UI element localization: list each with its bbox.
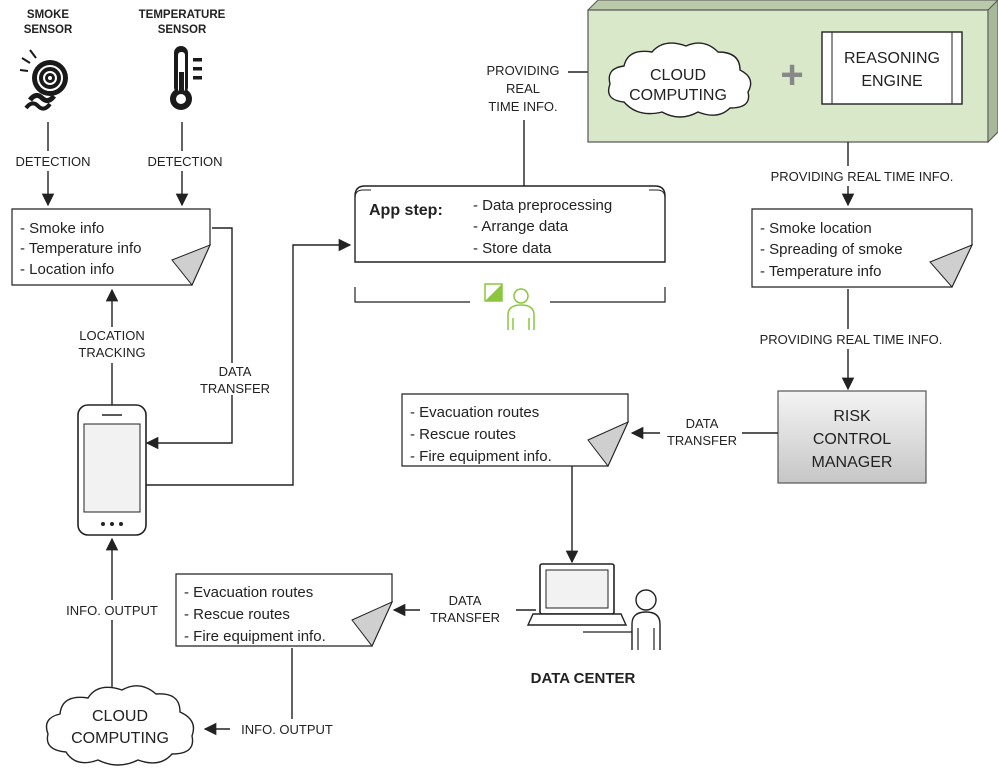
sensor-info-line-2: - Temperature info <box>20 240 141 257</box>
providing-label-1: PROVIDING <box>487 63 560 78</box>
laptop-icon <box>526 563 628 626</box>
info-output-label-bottom: INFO. OUTPUT <box>241 722 333 737</box>
detection-label-temp: DETECTION <box>147 154 222 169</box>
data-transfer-label-1a: DATA <box>219 364 252 379</box>
cloud-reasoning-panel: CLOUD COMPUTING + REASONING ENGINE <box>587 0 998 144</box>
providing-label-3: TIME INFO. <box>488 99 557 114</box>
data-transfer-label-2a: DATA <box>686 416 719 431</box>
smoke-note-line-1: - Smoke location <box>760 220 872 237</box>
thermometer-icon <box>170 46 202 110</box>
data-center: DATA CENTER <box>526 563 661 687</box>
routes-top-line-3: - Fire equipment info. <box>410 448 552 465</box>
sensor-info-note: - Smoke info - Temperature info - Locati… <box>11 208 211 286</box>
cloud-bottom-label-2: COMPUTING <box>71 730 169 747</box>
providing-label-top: PROVIDING REAL TIME INFO. <box>771 169 954 184</box>
smoke-sensor-label-1: SMOKE <box>27 9 70 21</box>
temp-sensor-label-1: TEMPERATURE <box>139 9 226 21</box>
reasoning-label-1: REASONING <box>844 50 940 67</box>
reasoning-engine-box: REASONING ENGINE <box>821 31 963 105</box>
routes-bottom-line-2: - Rescue routes <box>184 606 290 623</box>
reasoning-label-2: ENGINE <box>861 73 922 90</box>
risk-label-1: RISK <box>833 408 871 425</box>
routes-top-line-1: - Evacuation routes <box>410 404 539 421</box>
routes-bottom-line-1: - Evacuation routes <box>184 584 313 601</box>
location-tracking-label-2: TRACKING <box>78 345 145 360</box>
data-center-label: DATA CENTER <box>531 670 636 687</box>
cloud-top-label-2: COMPUTING <box>629 87 727 104</box>
app-step-box: App step: - Data preprocessing - Arrange… <box>354 185 666 263</box>
smoke-sensor-icon <box>19 49 68 111</box>
routes-top-line-2: - Rescue routes <box>410 426 516 443</box>
risk-label-2: CONTROL <box>813 431 891 448</box>
app-step-item-2: - Arrange data <box>473 218 569 235</box>
temp-sensor-label-2: SENSOR <box>158 24 207 36</box>
smartphone-icon <box>77 404 147 536</box>
smoke-sensor: SMOKE SENSOR <box>19 9 73 111</box>
sensor-info-line-1: - Smoke info <box>20 220 104 237</box>
app-step-item-1: - Data preprocessing <box>473 197 612 214</box>
app-step-item-3: - Store data <box>473 240 552 257</box>
smoke-sensor-label-2: SENSOR <box>24 24 73 36</box>
smoke-note-line-2: - Spreading of smoke <box>760 241 903 258</box>
temperature-sensor: TEMPERATURE SENSOR <box>139 9 226 110</box>
data-transfer-label-3a: DATA <box>449 593 482 608</box>
routes-to-cloud-arrow <box>203 648 293 736</box>
note-to-phone-arrow <box>145 227 233 450</box>
phone-to-app-arrow <box>146 238 352 486</box>
smoke-info-note: - Smoke location - Spreading of smoke - … <box>751 208 974 288</box>
providing-label-mid: PROVIDING REAL TIME INFO. <box>760 332 943 347</box>
risk-label-3: MANAGER <box>812 454 893 471</box>
smoke-note-line-3: - Temperature info <box>760 263 881 280</box>
routes-note-bottom: - Evacuation routes - Rescue routes - Fi… <box>175 573 394 647</box>
routes-bottom-line-3: - Fire equipment info. <box>184 628 326 645</box>
cloud-bottom-label-1: CLOUD <box>92 708 148 725</box>
routes-note-top: - Evacuation routes - Rescue routes - Fi… <box>401 393 630 467</box>
user-device-icon <box>484 283 535 330</box>
cloud-icon-top: CLOUD COMPUTING <box>607 42 752 118</box>
detection-label-smoke: DETECTION <box>15 154 90 169</box>
app-step-title: App step: <box>369 202 443 219</box>
plus-icon: + <box>780 53 803 97</box>
data-transfer-label-1b: TRANSFER <box>200 381 270 396</box>
cloud-icon-bottom: CLOUD COMPUTING <box>45 685 195 766</box>
person-icon <box>631 589 661 650</box>
data-transfer-label-3b: TRANSFER <box>430 610 500 625</box>
info-output-label-left: INFO. OUTPUT <box>66 603 158 618</box>
providing-label-2: REAL <box>506 81 540 96</box>
sensor-info-line-3: - Location info <box>20 261 114 278</box>
location-tracking-label-1: LOCATION <box>79 328 145 343</box>
data-transfer-label-2b: TRANSFER <box>667 433 737 448</box>
cloud-top-label-1: CLOUD <box>650 67 706 84</box>
risk-control-manager: RISK CONTROL MANAGER <box>777 390 927 484</box>
